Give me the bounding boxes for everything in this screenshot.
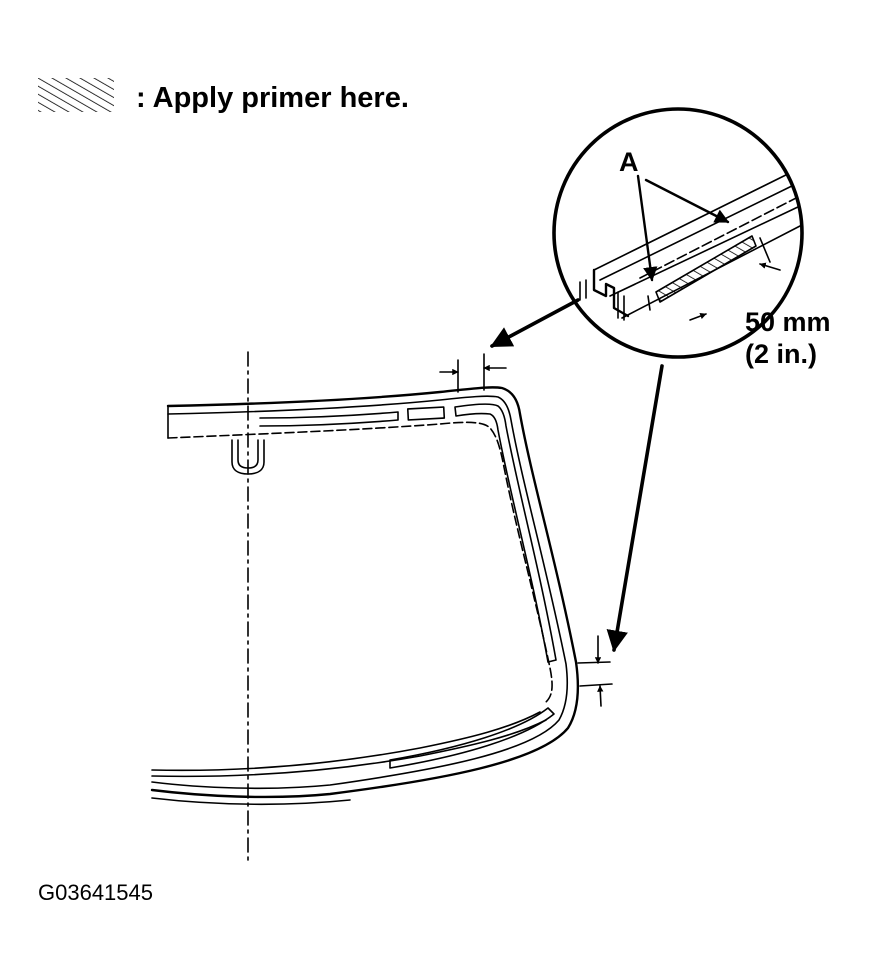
detail-view: A (552, 107, 804, 359)
dimension-metric: 50 mm (745, 307, 831, 337)
dimension-label: 50 mm (2 in.) (745, 307, 831, 369)
windshield-glass (150, 386, 580, 806)
figure-code: G03641545 (38, 880, 153, 905)
hatch-pattern-icon (38, 78, 114, 112)
dimension-side (577, 635, 613, 707)
dimension-top (439, 353, 507, 393)
callout-label-a: A (619, 147, 639, 177)
primer-strip (231, 403, 557, 769)
legend: : Apply primer here. (38, 78, 409, 114)
dimension-imperial: (2 in.) (745, 339, 817, 369)
legend-text: : Apply primer here. (136, 82, 409, 114)
detail-leaders (490, 298, 664, 653)
